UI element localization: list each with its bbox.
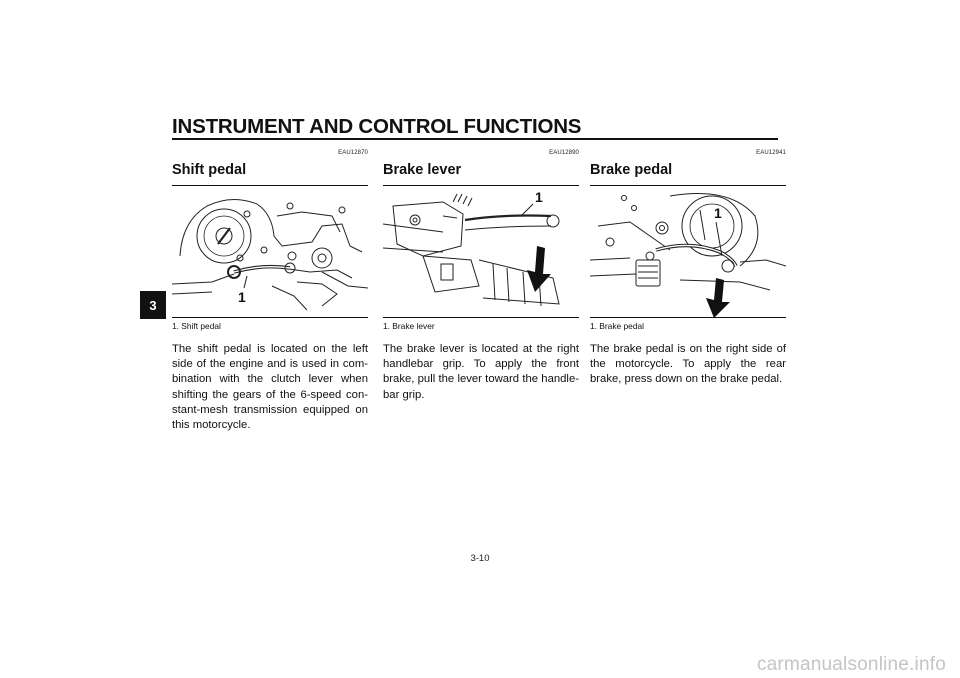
arrow-down-icon <box>527 246 551 292</box>
brake-pedal-illustration: 1 <box>590 193 786 317</box>
figure-shift-pedal: 1 <box>172 185 368 318</box>
section-body: The brake lever is located at the right … <box>383 343 579 401</box>
section-brake-lever: EAU12890 Brake lever <box>383 149 579 403</box>
section-title: Brake pedal <box>590 162 673 178</box>
arrow-down-icon <box>706 278 730 317</box>
chapter-tab: 3 <box>140 291 166 319</box>
section-code: EAU12890 <box>549 150 579 156</box>
figure-callout: 1 <box>714 205 722 221</box>
figure-callout: 1 <box>535 189 543 205</box>
figure-callout: 1 <box>238 289 246 305</box>
section-title: Shift pedal <box>172 162 247 178</box>
page-number: 3-10 <box>470 553 490 564</box>
figure-brake-lever: 1 <box>383 185 579 318</box>
section-body: The brake pedal is on the right side of … <box>590 343 786 386</box>
section-body: The shift pedal is located on the left s… <box>172 343 368 432</box>
watermark: carmanualsonline.info <box>756 654 946 675</box>
figure-caption: 1. Brake lever <box>383 321 435 331</box>
figure-caption: 1. Shift pedal <box>172 321 221 331</box>
header-rule <box>172 138 778 140</box>
section-code: EAU12941 <box>756 150 786 156</box>
section-shift-pedal: EAU12870 Shift pedal <box>172 149 368 433</box>
shift-pedal-illustration: 1 <box>172 199 368 311</box>
section-code: EAU12870 <box>338 150 368 156</box>
figure-brake-pedal: 1 <box>590 185 786 318</box>
section-title: Brake lever <box>383 162 462 178</box>
section-brake-pedal: EAU12941 Brake pedal <box>590 149 786 388</box>
page-header-title: INSTRUMENT AND CONTROL FUNCTIONS <box>172 115 582 138</box>
figure-caption: 1. Brake pedal <box>590 321 645 331</box>
brake-lever-illustration: 1 <box>383 189 560 307</box>
